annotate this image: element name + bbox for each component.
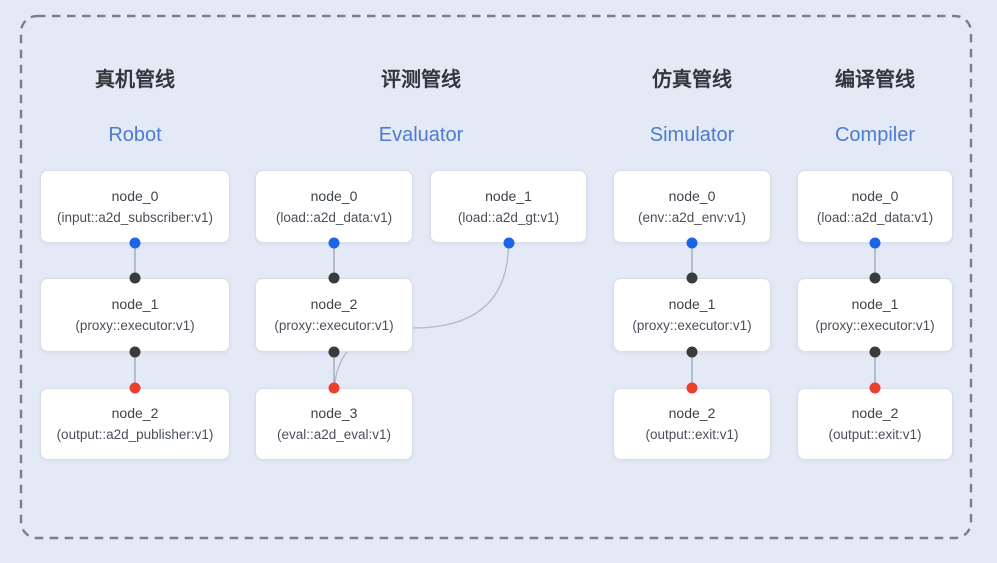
node-detail: (output::exit:v1)	[828, 427, 922, 442]
port-dot-red	[328, 382, 340, 394]
node-name: node_0	[851, 187, 899, 204]
port-dot-blue	[869, 237, 881, 249]
node-detail: (proxy::executor:v1)	[815, 318, 935, 333]
port-dot-black	[328, 272, 340, 284]
node-name: node_1	[111, 296, 159, 312]
node-box-simulator-1: node_1 (proxy::executor:v1)	[613, 278, 771, 352]
port-dot-black	[129, 346, 141, 358]
node-box-robot-0: node_0 (input::a2d_subscriber:v1)	[40, 170, 230, 243]
node-detail: (load::a2d_gt:v1)	[457, 209, 560, 225]
port-dot-blue	[503, 237, 514, 249]
node-name: node_2	[851, 405, 899, 421]
node-box-compiler-0: node_0 (load::a2d_data:v1)	[797, 170, 953, 243]
port-dot-black	[686, 272, 698, 284]
pipeline-title-en-evaluator: Evaluator	[378, 124, 464, 146]
node-detail: (proxy::executor:v1)	[75, 318, 195, 333]
port-dot-black	[686, 346, 698, 358]
node-name: node_0	[310, 187, 358, 204]
node-detail: (output::exit:v1)	[645, 427, 739, 442]
pipeline-title-en-simulator: Simulator	[649, 124, 735, 146]
port-dot-blue	[686, 237, 698, 249]
node-detail: (env::a2d_env:v1)	[637, 209, 747, 225]
node-name: node_2	[111, 405, 159, 421]
connector-curve	[333, 242, 510, 388]
node-box-evaluator-0: node_0 (load::a2d_data:v1)	[255, 170, 413, 243]
node-name: node_2	[310, 296, 358, 312]
port-dot-red	[869, 382, 881, 394]
node-name: node_1	[485, 187, 532, 204]
dashed-frame	[19, 14, 973, 540]
pipeline-title-zh-evaluator: 评测管线	[381, 69, 461, 91]
node-box-evaluator-3: node_3 (eval::a2d_eval:v1)	[255, 388, 413, 460]
pipeline-title-en-compiler: Compiler	[834, 124, 916, 146]
port-dot-blue	[129, 237, 141, 249]
port-dot-black	[869, 272, 881, 284]
pipeline-title-zh-robot: 真机管线	[95, 69, 175, 91]
node-detail: (eval::a2d_eval:v1)	[276, 427, 392, 442]
port-dot-red	[129, 382, 141, 394]
pipeline-title-zh-compiler: 编译管线	[835, 69, 915, 91]
node-name: node_1	[668, 296, 716, 312]
node-box-evaluator-2: node_2 (proxy::executor:v1)	[255, 278, 413, 352]
node-detail: (output::a2d_publisher:v1)	[56, 427, 214, 442]
node-name: node_3	[310, 405, 358, 421]
node-box-simulator-0: node_0 (env::a2d_env:v1)	[613, 170, 771, 243]
pipeline-title-en-robot: Robot	[108, 124, 162, 146]
node-box-robot-2: node_2 (output::a2d_publisher:v1)	[40, 388, 230, 460]
node-box-compiler-2: node_2 (output::exit:v1)	[797, 388, 953, 460]
node-box-evaluator-1: node_1 (load::a2d_gt:v1)	[430, 170, 587, 243]
node-detail: (input::a2d_subscriber:v1)	[56, 209, 214, 225]
node-detail: (load::a2d_data:v1)	[816, 209, 934, 225]
node-detail: (load::a2d_data:v1)	[275, 209, 393, 225]
port-dot-black	[328, 346, 340, 358]
node-name: node_1	[851, 296, 899, 312]
node-box-robot-1: node_1 (proxy::executor:v1)	[40, 278, 230, 352]
port-dot-red	[686, 382, 698, 394]
port-dot-blue	[328, 237, 340, 249]
node-name: node_2	[668, 405, 716, 421]
port-dot-black	[869, 346, 881, 358]
node-detail: (proxy::executor:v1)	[632, 318, 752, 333]
node-detail: (proxy::executor:v1)	[274, 318, 394, 333]
node-name: node_0	[668, 187, 716, 204]
port-dot-black	[129, 272, 141, 284]
node-name: node_0	[111, 187, 159, 204]
pipeline-title-zh-simulator: 仿真管线	[652, 69, 732, 91]
node-box-compiler-1: node_1 (proxy::executor:v1)	[797, 278, 953, 352]
node-box-simulator-2: node_2 (output::exit:v1)	[613, 388, 771, 460]
